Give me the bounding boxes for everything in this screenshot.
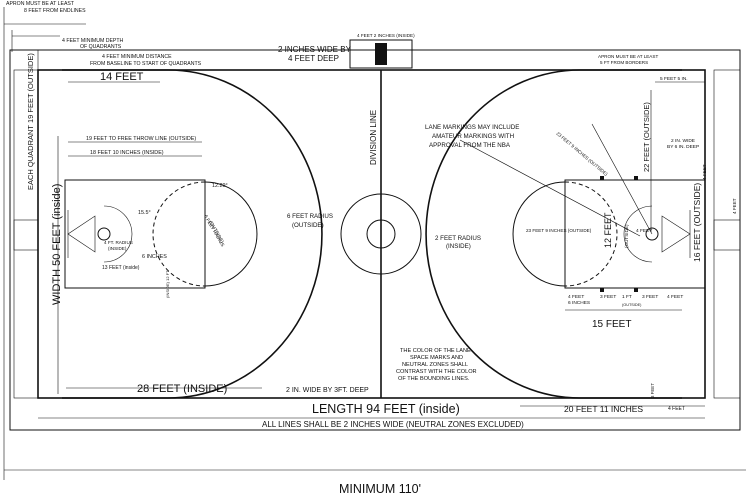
label-inside-12ft: (INSIDE) 12 FT bbox=[165, 270, 170, 298]
color-note-5: OF THE BOUNDING LINES. bbox=[398, 376, 470, 382]
label-14-feet: 14 FEET bbox=[100, 71, 144, 83]
label-lane-markings-1: LANE MARKINGS MAY INCLUDE bbox=[425, 124, 519, 131]
label-4ft-c: 4 FEET bbox=[667, 294, 683, 300]
label-minimum-110: MINIMUM 110' bbox=[339, 482, 421, 496]
label-apron-right-1: APRON MUST BE AT LEAST bbox=[598, 54, 658, 59]
label-center-inner-2: (INSIDE) bbox=[446, 243, 471, 250]
note-apron-endlines: APRON MUST BE AT LEAST bbox=[6, 1, 75, 7]
dimension-lines bbox=[3, 7, 746, 480]
label-angle: 12.29° bbox=[212, 183, 228, 189]
label-4-feet-apron: 4 FEET bbox=[732, 198, 737, 214]
label-6-inches: 6 INCHES bbox=[142, 254, 167, 260]
right-basket bbox=[645, 227, 659, 241]
label-length-94: LENGTH 94 FEET (inside) bbox=[312, 402, 460, 416]
label-4ft-small: 4 FEET bbox=[636, 228, 652, 234]
label-3-feet-right: 3 FEET bbox=[650, 383, 655, 398]
label-5ft-5in: 5 FEET 5 IN. bbox=[660, 76, 688, 82]
left-bench-marker bbox=[13, 219, 39, 251]
left-basket bbox=[97, 227, 111, 241]
left-restricted-arc bbox=[103, 205, 133, 263]
label-4-feet-bottom-right: 4 FEET bbox=[668, 406, 685, 412]
right-bench-marker bbox=[713, 219, 741, 251]
label-3ft-b: 3 FEET bbox=[642, 294, 658, 300]
label-each-quadrant: EACH QUADRANT 19 FEET (OUTSIDE) bbox=[26, 53, 35, 190]
label-center-inner: 2 FEET RADIUS bbox=[435, 235, 481, 242]
right-basket-stanchion bbox=[661, 215, 691, 253]
nba-logo-icon bbox=[375, 43, 387, 65]
label-all-lines: ALL LINES SHALL BE 2 INCHES WIDE (NEUTRA… bbox=[262, 420, 524, 429]
label-12-feet: 12 FEET bbox=[603, 212, 613, 248]
label-28-feet: 28 FEET (INSIDE) bbox=[137, 383, 227, 395]
note-quadrant-distance: 4 FEET MINIMUM DISTANCE bbox=[102, 54, 172, 60]
label-ft-line-inside: 18 FEET 10 INCHES (INSIDE) bbox=[90, 150, 164, 156]
right-lane-hash-marks bbox=[600, 176, 638, 292]
label-22-feet: 22 FEET (OUTSIDE) bbox=[642, 102, 651, 172]
left-free-throw-arc-solid bbox=[204, 181, 258, 287]
label-3ft-a: 3 FEET bbox=[600, 294, 616, 300]
label-logo-box-small: 4 FEET 2 INCHES (INSIDE) bbox=[357, 33, 415, 38]
label-20-feet-11: 20 FEET 11 INCHES bbox=[564, 404, 643, 414]
note-quadrant-depth-2: OF QUADRANTS bbox=[80, 44, 122, 50]
label-three-pt-radius: 23 FEET 9 INCHES (OUTSIDE) bbox=[526, 228, 592, 233]
label-2in-3ft: 2 IN. WIDE BY 3FT. DEEP bbox=[286, 387, 369, 394]
right-lane bbox=[564, 179, 706, 289]
label-angle-small: 15.5° bbox=[138, 210, 151, 216]
label-4ft-6in: 4 FEET bbox=[568, 294, 584, 300]
label-2in-wide: 2 IN. WIDE bbox=[671, 138, 695, 144]
right-free-throw-arc-solid bbox=[512, 181, 566, 287]
left-free-throw-arc-dashed bbox=[152, 181, 206, 287]
center-outer-circle bbox=[340, 193, 422, 275]
note-quadrant-distance-2: FROM BASELINE TO START OF QUADRANTS bbox=[90, 61, 202, 67]
label-center-outer-2: (OUTSIDE) bbox=[292, 222, 324, 229]
right-free-throw-arc-dashed bbox=[564, 181, 618, 287]
label-three-pt-diag: 23 FEET 9 INCHES (OUTSIDE) bbox=[555, 131, 609, 177]
label-apron-right-2: 5 FT FROM BORDERS bbox=[600, 60, 648, 65]
color-note-1: THE COLOR OF THE LANE bbox=[400, 348, 471, 354]
label-16-feet: 16 FEET (OUTSIDE) bbox=[692, 183, 702, 262]
left-basket-stanchion bbox=[67, 215, 96, 253]
label-logo-box-2: 4 FEET DEEP bbox=[288, 54, 339, 63]
label-lane-markings-2: AMATEUR MARKINGS WITH bbox=[432, 133, 514, 140]
note-apron-endlines-2: 8 FEET FROM ENDLINES bbox=[24, 8, 86, 14]
label-15-feet: 15 FEET bbox=[592, 319, 631, 330]
color-note-2: SPACE MARKS AND bbox=[410, 355, 463, 361]
label-4ft-radius-2: (INSIDE) bbox=[108, 246, 127, 251]
label-1ft: 1 FT bbox=[622, 294, 632, 300]
right-neutral-zone bbox=[713, 69, 741, 399]
left-three-point-arc bbox=[62, 69, 323, 399]
label-2in-wide-2: BY 6 IN. DEEP bbox=[667, 144, 699, 150]
label-13-feet: 13 FEET (inside) bbox=[102, 265, 140, 271]
label-12-feet-outside: (OUTSIDE) bbox=[624, 224, 629, 248]
label-4ft-radius: 4 FT. RADIUS bbox=[104, 240, 133, 245]
label-logo-box-1: 2 INCHES WIDE BY bbox=[278, 45, 352, 54]
label-outside-tiny: (OUTSIDE) bbox=[622, 303, 642, 307]
label-4-feet-upper: 4 FEET bbox=[702, 164, 707, 180]
label-ft-line-outside: 19 FEET TO FREE THROW LINE (OUTSIDE) bbox=[86, 136, 196, 142]
right-restricted-arc bbox=[623, 205, 653, 263]
label-4ft-6in-b: 6 INCHES bbox=[568, 300, 590, 306]
right-three-point-arc bbox=[425, 69, 682, 399]
label-lane-markings-3: APPROVAL FROM THE NBA bbox=[429, 142, 511, 149]
left-lane bbox=[64, 179, 206, 289]
logo-box bbox=[349, 39, 413, 69]
label-center-outer: 6 FEET RADIUS bbox=[287, 213, 333, 220]
label-width-50: WIDTH 50 FEET (inside) bbox=[51, 184, 63, 305]
color-note-4: CONTRAST WITH THE COLOR bbox=[396, 369, 477, 375]
color-note-3: NEUTRAL ZONES SHALL bbox=[402, 362, 468, 368]
label-division-line: DIVISION LINE bbox=[369, 110, 378, 165]
center-inner-circle bbox=[366, 219, 396, 249]
note-quadrant-depth: 4 FEET MINIMUM DEPTH bbox=[62, 38, 124, 44]
